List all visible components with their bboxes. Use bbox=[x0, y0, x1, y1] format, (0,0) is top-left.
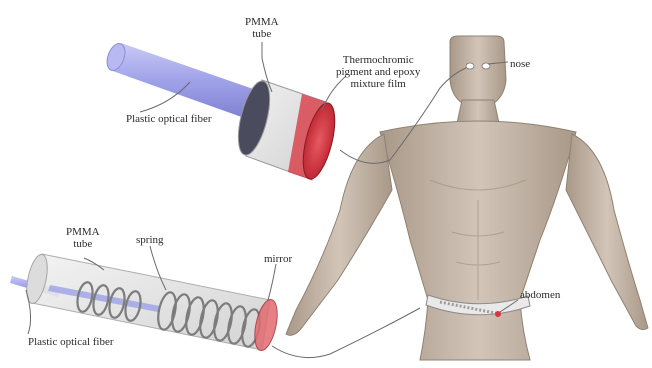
right-arm bbox=[566, 134, 648, 330]
label-plastic-optical-fiber-bottom: Plastic optical fiber bbox=[28, 336, 114, 348]
label-top-pmma-tube: PMMA tube bbox=[245, 16, 279, 40]
label-thermochromic-film: Thermochromic pigment and epoxy mixture … bbox=[336, 54, 420, 90]
label-thermo-line3: mixture film bbox=[336, 78, 420, 90]
label-thermo-line1: Thermochromic bbox=[336, 54, 420, 66]
label-nose: nose bbox=[510, 58, 530, 70]
label-spring: spring bbox=[136, 234, 164, 246]
label-bottom-pmma-tube: PMMA tube bbox=[66, 226, 100, 250]
top-sensor bbox=[104, 41, 341, 182]
label-bottom-pmma-line1: PMMA bbox=[66, 226, 100, 238]
label-top-pmma-line2: tube bbox=[245, 28, 279, 40]
label-mirror: mirror bbox=[264, 253, 292, 265]
label-plastic-optical-fiber-top: Plastic optical fiber bbox=[126, 113, 212, 125]
label-thermo-line2: pigment and epoxy bbox=[336, 66, 420, 78]
label-bottom-pmma-line2: tube bbox=[66, 238, 100, 250]
label-abdomen: abdomen bbox=[520, 289, 560, 301]
head bbox=[450, 36, 506, 110]
top-optical-fiber bbox=[110, 43, 262, 120]
leader-mirror bbox=[268, 264, 276, 300]
label-top-pmma-line1: PMMA bbox=[245, 16, 279, 28]
